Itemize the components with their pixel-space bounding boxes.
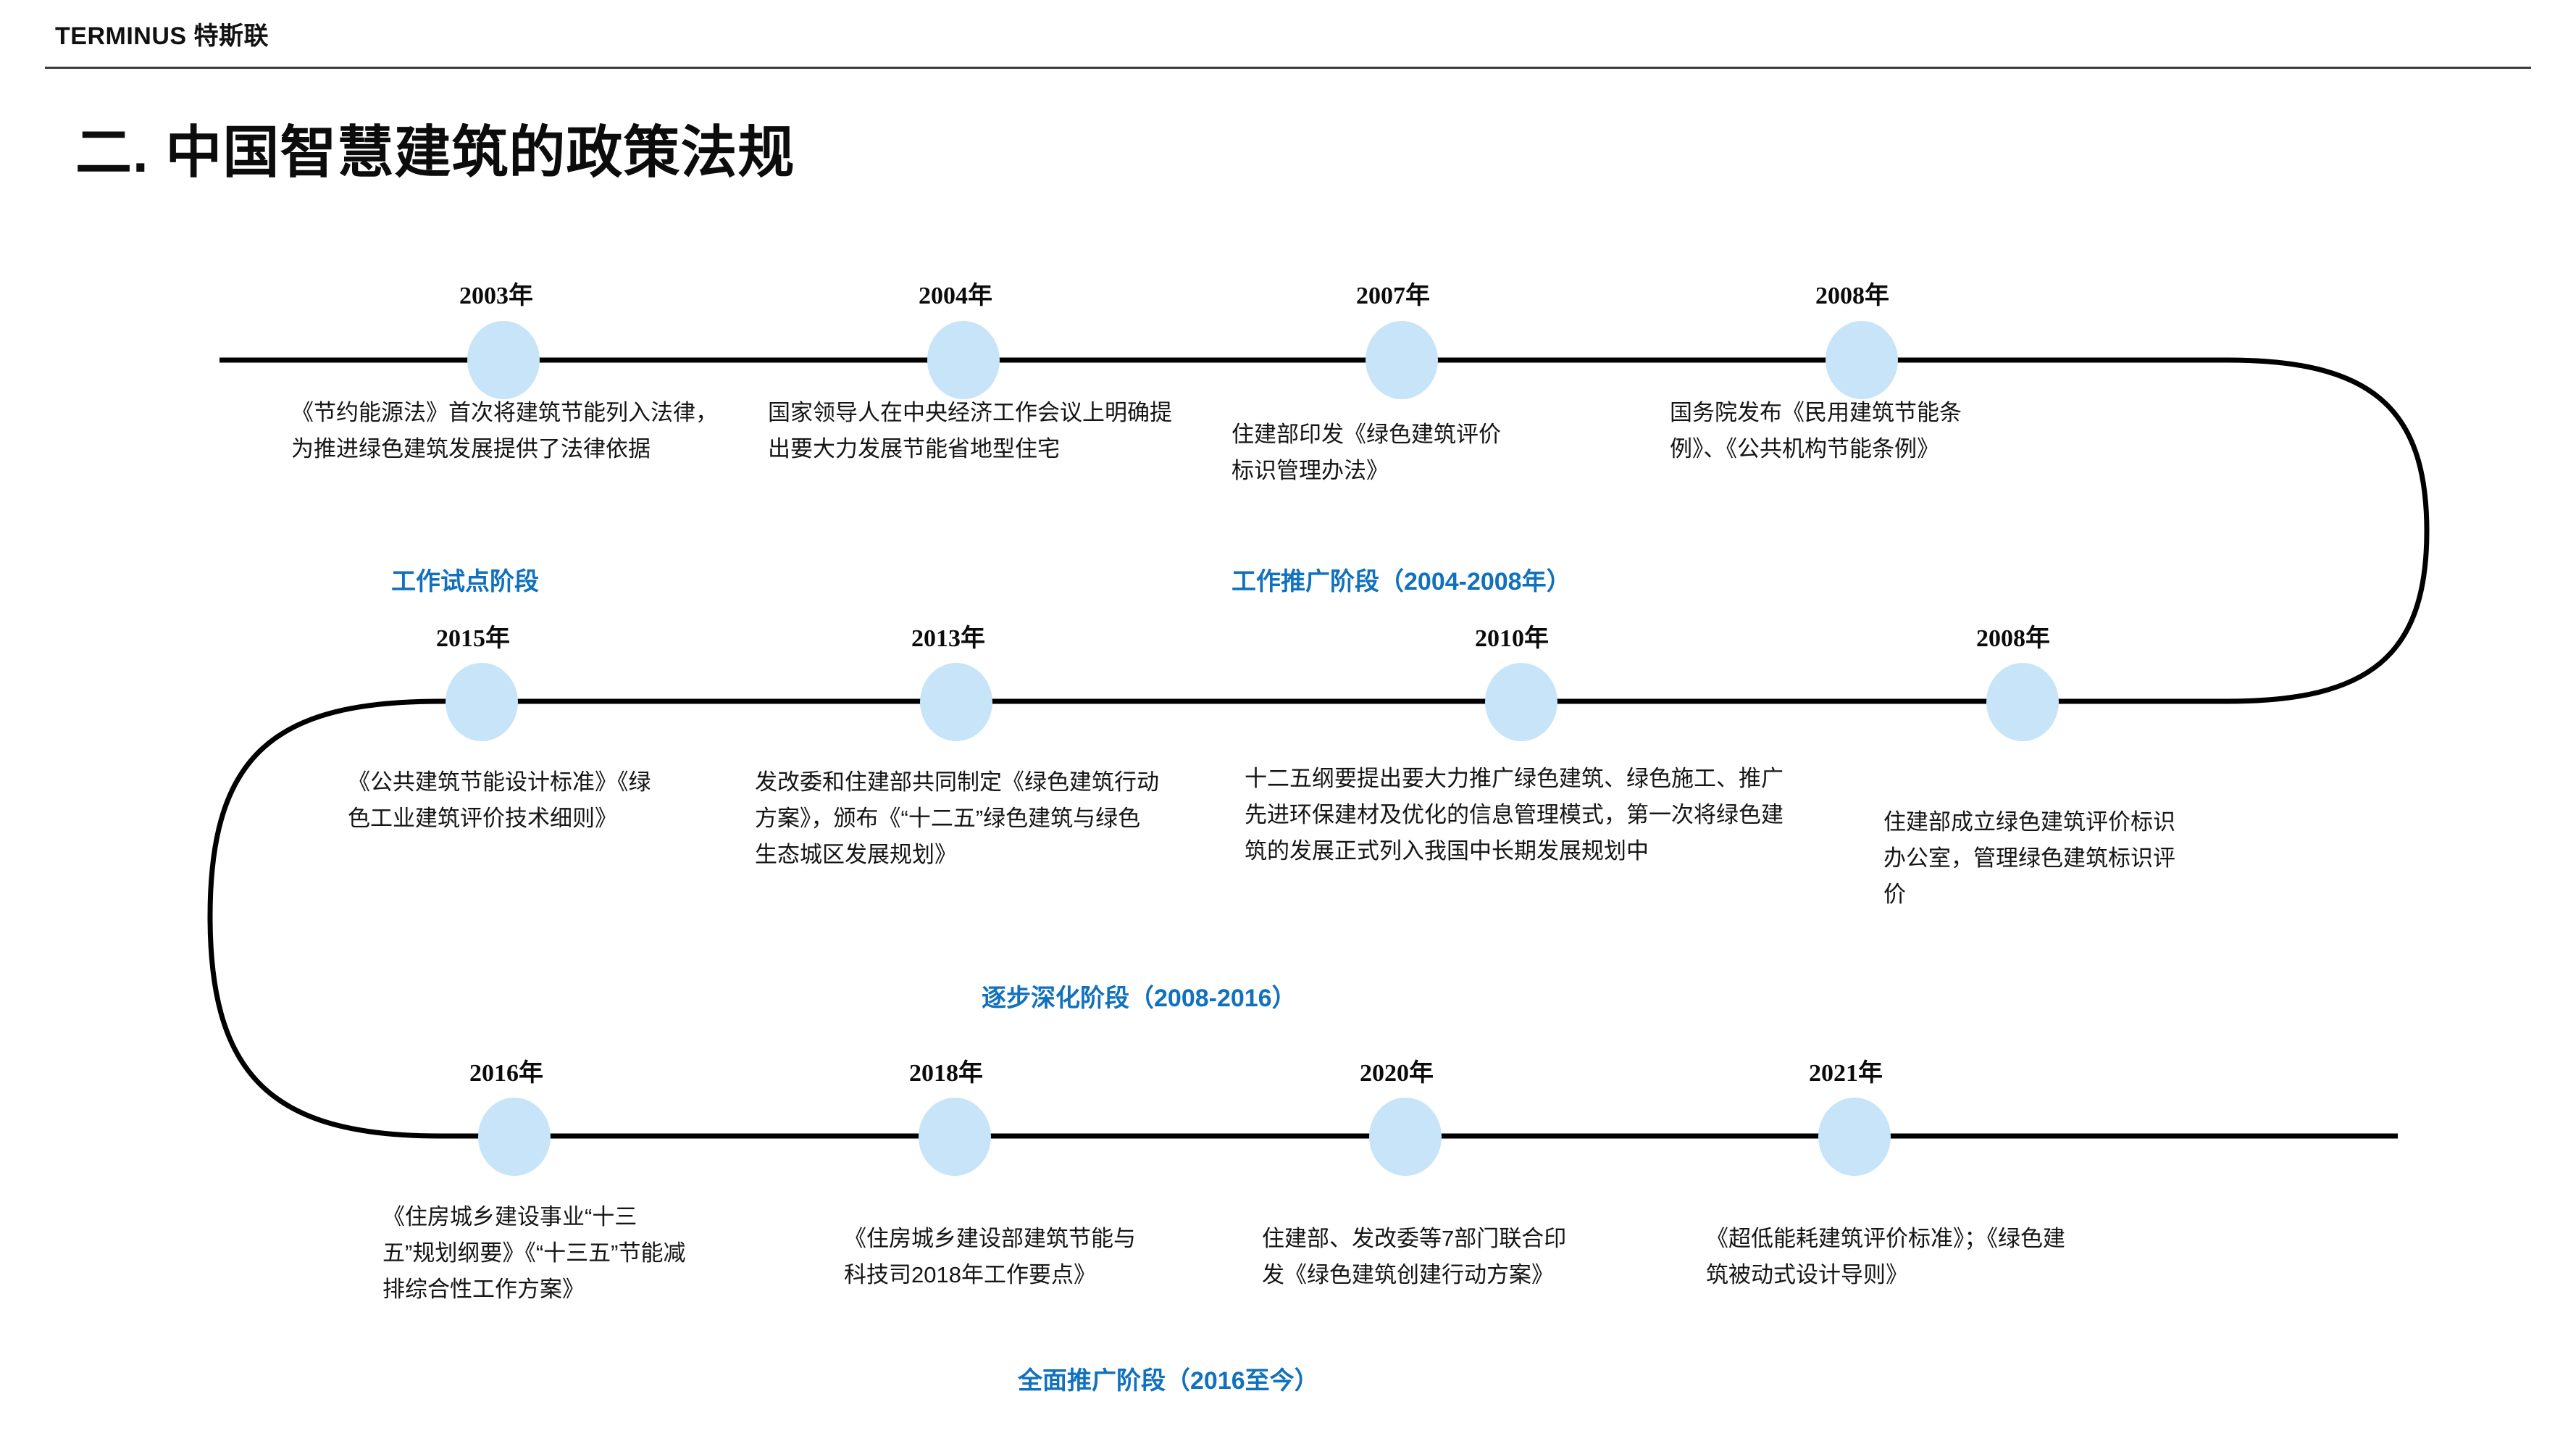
timeline-year-label: 2010年 (1475, 625, 1549, 652)
timeline-year-label: 2020年 (1360, 1060, 1434, 1087)
phase-label-pilot: 工作试点阶段 (391, 568, 539, 596)
brand-logo: TERMINUS 特斯联 (55, 22, 269, 50)
timeline-dot-icon (1818, 1098, 1891, 1176)
timeline-dot-icon (478, 1098, 551, 1176)
phase-label-full-rollout: 全面推广阶段（2016至今） (1018, 1367, 1319, 1395)
timeline-dot-icon (1986, 663, 2059, 741)
timeline-event-text: 住建部成立绿色建筑评价标识办公室，管理绿色建筑标识评价 (1883, 809, 2175, 908)
timeline-dot-icon (446, 663, 518, 741)
page-title: 二. 中国智慧建筑的政策法规 (75, 120, 795, 184)
header-divider (45, 67, 2531, 69)
timeline-year-label: 2008年 (1815, 283, 1889, 309)
timeline-event-text: 《超低能耗建筑评价标准》；《绿色建筑被动式设计导则》 (1706, 1226, 2065, 1288)
timeline-dot-icon (1366, 321, 1438, 399)
timeline-event-text: 《节约能源法》首次将建筑节能列入法律，为推进绿色建筑发展提供了法律依据 (291, 400, 718, 462)
timeline-dot-icon (1485, 663, 1557, 741)
timeline-event-text: 发改委和住建部共同制定《绿色建筑行动方案》，颁布《“十二五”绿色建筑与绿色生态城… (755, 769, 1159, 868)
timeline-year-label: 2004年 (919, 283, 992, 309)
timeline-event-text: 住建部印发《绿色建筑评价标识管理办法》 (1231, 422, 1501, 484)
timeline-event-text: 《住房城乡建设部建筑节能与科技司2018年工作要点》 (844, 1226, 1136, 1288)
brand-bar: TERMINUS 特斯联 (0, 0, 2576, 69)
timeline-event-text: 住建部、发改委等7部门联合印发《绿色建筑创建行动方案》 (1262, 1226, 1567, 1288)
timeline-event-text: 十二五纲要提出要大力推广绿色建筑、绿色施工、推广先进环保建材及优化的信息管理模式… (1245, 766, 1783, 864)
timeline-year-label: 2003年 (459, 283, 533, 309)
timeline-year-label: 2015年 (436, 625, 510, 652)
timeline-dot-icon (919, 1098, 991, 1176)
timeline-event-text: 《住房城乡建设事业“十三五”规划纲要》《“十三五”节能减排综合性工作方案》 (382, 1204, 686, 1303)
timeline-event-text: 《公共建筑节能设计标准》《绿色工业建筑评价技术细则》 (348, 769, 651, 832)
timeline-year-label: 2018年 (909, 1060, 983, 1087)
timeline-dot-icon (1826, 321, 1898, 399)
timeline-dot-icon (1369, 1098, 1442, 1176)
timeline-dot-icon (927, 321, 1000, 399)
timeline-year-label: 2016年 (469, 1060, 543, 1087)
phase-label-deepening: 逐步深化阶段（2008-2016） (982, 985, 1297, 1012)
timeline-year-label: 2013年 (911, 625, 985, 652)
timeline-dot-icon (920, 663, 992, 741)
phase-label-promotion: 工作推广阶段（2004-2008年） (1231, 568, 1571, 596)
timeline-year-label: 2021年 (1809, 1060, 1883, 1087)
timeline-dot-icon (467, 321, 540, 399)
timeline-event-text: 国务院发布《民用建筑节能条例》、《公共机构节能条例》 (1670, 400, 1962, 462)
timeline-year-label: 2007年 (1356, 283, 1430, 309)
timeline-year-label: 2008年 (1976, 625, 2050, 652)
timeline-event-text: 国家领导人在中央经济工作会议上明确提出要大力发展节能省地型住宅 (768, 400, 1172, 462)
